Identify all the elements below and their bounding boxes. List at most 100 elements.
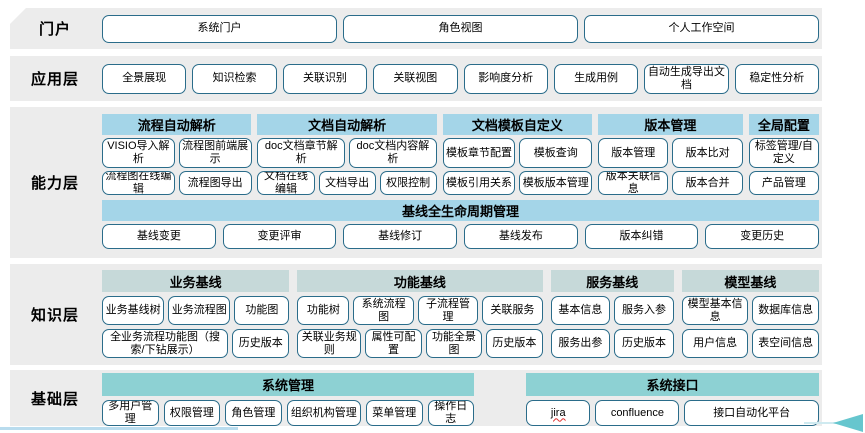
- btn-change-review[interactable]: 变更评审: [222, 224, 337, 249]
- btn-business-baseline-tree[interactable]: 业务基线树: [102, 296, 165, 325]
- btn-version-correction[interactable]: 版本纠错: [584, 224, 699, 249]
- btn-version-mgmt[interactable]: 版本管理: [598, 138, 669, 168]
- btn-knowledge-search[interactable]: 知识检索: [192, 63, 277, 94]
- btn-history-version-business[interactable]: 历史版本: [232, 329, 290, 358]
- btn-doc-content-parse[interactable]: doc文档内容解析: [349, 138, 437, 168]
- btn-multi-user-mgmt[interactable]: 多用户管理: [102, 400, 159, 426]
- btn-change-history[interactable]: 变更历史: [705, 224, 820, 249]
- section-process-auto-parse: 流程自动解析 VISIO导入解析 流程图前端展示 流程图在线编辑 流程图导出: [102, 114, 252, 198]
- btn-baseline-revise[interactable]: 基线修订: [343, 224, 458, 249]
- section-model-baseline: 模型基线 模型基本信息 数据库信息 用户信息 表空间信息: [681, 270, 819, 362]
- section-header-global-config: 全局配置: [748, 114, 819, 135]
- portal-content: 系统门户 角色视图 个人工作空间: [100, 8, 822, 49]
- knowledge-content: 业务基线 业务基线树 业务流程图 功能图 全业务流程功能图（搜索/下钻展示） 历…: [100, 264, 822, 365]
- corner-arrow-icon: [833, 414, 863, 432]
- btn-service-input[interactable]: 服务入参: [614, 296, 674, 325]
- btn-tag-mgmt-custom[interactable]: 标签管理/自定义: [748, 138, 819, 168]
- btn-tablespace-info[interactable]: 表空间信息: [752, 329, 819, 358]
- btn-permission-mgmt[interactable]: 权限管理: [163, 400, 221, 426]
- layer-band-portal: 门户 系统门户 角色视图 个人工作空间: [10, 8, 822, 49]
- btn-operation-log[interactable]: 操作日志: [427, 400, 474, 426]
- btn-role-view[interactable]: 角色视图: [343, 14, 578, 43]
- btn-baseline-release[interactable]: 基线发布: [464, 224, 578, 249]
- section-header-model-baseline: 模型基线: [681, 270, 819, 292]
- layer-band-foundation: 基础层 系统管理 多用户管理 权限管理 角色管理 组织机构管理 菜单管理 操作日…: [10, 370, 822, 426]
- btn-system-portal[interactable]: 系统门户: [102, 14, 337, 43]
- btn-model-basic-info[interactable]: 模型基本信息: [681, 296, 749, 325]
- section-header-doc-auto-parse: 文档自动解析: [257, 114, 437, 135]
- section-business-baseline: 业务基线 业务基线树 业务流程图 功能图 全业务流程功能图（搜索/下钻展示） 历…: [102, 270, 290, 362]
- layer-label-capability: 能力层: [30, 175, 79, 192]
- btn-relation-view[interactable]: 关联视图: [373, 63, 458, 94]
- btn-function-diagram[interactable]: 功能图: [234, 296, 290, 325]
- section-header-process-auto-parse: 流程自动解析: [102, 114, 252, 135]
- btn-database-info[interactable]: 数据库信息: [752, 296, 819, 325]
- btn-doc-chapter-parse[interactable]: doc文档章节解析: [257, 138, 346, 168]
- btn-jira[interactable]: jira: [526, 400, 591, 426]
- btn-template-ref-relation[interactable]: 模板引用关系: [442, 171, 516, 195]
- layer-label-portal: 门户: [38, 21, 71, 38]
- btn-basic-info[interactable]: 基本信息: [550, 296, 611, 325]
- btn-template-query[interactable]: 模板查询: [519, 138, 593, 168]
- application-content: 全景展现 知识检索 关联识别 关联视图 影响度分析 生成用例 自动生成导出文档 …: [100, 56, 822, 101]
- section-system-mgmt: 系统管理 多用户管理 权限管理 角色管理 组织机构管理 菜单管理 操作日志: [102, 373, 474, 429]
- btn-subprocess-mgmt[interactable]: 子流程管理: [417, 296, 479, 325]
- btn-related-business-rule[interactable]: 关联业务规则: [297, 329, 362, 358]
- foundation-content: 系统管理 多用户管理 权限管理 角色管理 组织机构管理 菜单管理 操作日志 系统…: [100, 370, 822, 426]
- btn-flowchart-online-edit[interactable]: 流程图在线编辑: [102, 171, 175, 195]
- btn-business-flowchart[interactable]: 业务流程图: [168, 296, 231, 325]
- btn-role-mgmt[interactable]: 角色管理: [225, 400, 282, 426]
- layer-label-foundation: 基础层: [30, 390, 79, 408]
- section-doc-template-custom: 文档模板自定义 模板章节配置 模板查询 模板引用关系 模板版本管理: [442, 114, 593, 198]
- btn-system-flowchart[interactable]: 系统流程图: [353, 296, 414, 325]
- btn-visio-import-parse[interactable]: VISIO导入解析: [102, 138, 175, 168]
- btn-relation-identify[interactable]: 关联识别: [282, 63, 368, 94]
- btn-baseline-change[interactable]: 基线变更: [102, 224, 216, 249]
- btn-flowchart-export[interactable]: 流程图导出: [178, 171, 252, 195]
- btn-flowchart-frontend-display[interactable]: 流程图前端展示: [178, 138, 252, 168]
- btn-version-merge[interactable]: 版本合并: [672, 171, 743, 195]
- btn-menu-mgmt[interactable]: 菜单管理: [365, 400, 423, 426]
- btn-doc-online-edit[interactable]: 文档在线编辑: [257, 171, 315, 195]
- btn-product-mgmt[interactable]: 产品管理: [748, 171, 819, 195]
- btn-stability-analysis[interactable]: 稳定性分析: [734, 63, 819, 94]
- btn-template-chapter-config[interactable]: 模板章节配置: [442, 138, 516, 168]
- btn-org-mgmt[interactable]: 组织机构管理: [286, 400, 361, 426]
- section-header-system-interface: 系统接口: [526, 373, 819, 396]
- section-global-config: 全局配置 标签管理/自定义 产品管理: [748, 114, 819, 198]
- layer-label-knowledge: 知识层: [30, 307, 79, 324]
- btn-doc-export[interactable]: 文档导出: [318, 171, 376, 195]
- layer-band-application: 应用层 全景展现 知识检索 关联识别 关联视图 影响度分析 生成用例 自动生成导…: [10, 56, 822, 101]
- section-service-baseline: 服务基线 基本信息 服务入参 服务出参 历史版本: [550, 270, 674, 362]
- section-version-mgmt: 版本管理 版本管理 版本比对 版本关联信息 版本合并: [598, 114, 743, 198]
- btn-version-compare[interactable]: 版本比对: [672, 138, 743, 168]
- layer-label-application: 应用层: [30, 71, 79, 88]
- btn-interface-automation-platform[interactable]: 接口自动化平台: [684, 400, 819, 426]
- btn-panorama-display[interactable]: 全景展现: [102, 63, 187, 94]
- section-header-service-baseline: 服务基线: [550, 270, 674, 292]
- btn-impact-analysis[interactable]: 影响度分析: [463, 63, 548, 94]
- section-header-baseline-lifecycle-mgmt: 基线全生命周期管理: [102, 200, 819, 221]
- section-header-doc-template-custom: 文档模板自定义: [442, 114, 593, 135]
- btn-attr-configurable[interactable]: 属性可配置: [365, 329, 422, 358]
- jira-label: jira: [550, 406, 566, 419]
- btn-generate-usecase[interactable]: 生成用例: [553, 63, 639, 94]
- btn-user-info[interactable]: 用户信息: [681, 329, 749, 358]
- btn-version-relation-info[interactable]: 版本关联信息: [598, 171, 669, 195]
- btn-related-service[interactable]: 关联服务: [482, 296, 543, 325]
- section-header-business-baseline: 业务基线: [102, 270, 290, 292]
- btn-full-business-flow-map[interactable]: 全业务流程功能图（搜索/下钻展示）: [102, 329, 229, 358]
- btn-permission-control[interactable]: 权限控制: [379, 171, 437, 195]
- section-header-version-mgmt: 版本管理: [598, 114, 743, 135]
- btn-function-panorama[interactable]: 功能全景图: [425, 329, 483, 358]
- btn-template-version-mgmt[interactable]: 模板版本管理: [519, 171, 593, 195]
- btn-history-version-function[interactable]: 历史版本: [486, 329, 543, 358]
- btn-service-output[interactable]: 服务出参: [550, 329, 611, 358]
- section-doc-auto-parse: 文档自动解析 doc文档章节解析 doc文档内容解析 文档在线编辑 文档导出 权…: [257, 114, 437, 198]
- btn-confluence[interactable]: confluence: [595, 400, 680, 426]
- btn-auto-export-doc[interactable]: 自动生成导出文档: [644, 63, 729, 94]
- btn-history-version-service[interactable]: 历史版本: [614, 329, 674, 358]
- btn-personal-workspace[interactable]: 个人工作空间: [584, 14, 819, 43]
- btn-function-tree[interactable]: 功能树: [297, 296, 350, 325]
